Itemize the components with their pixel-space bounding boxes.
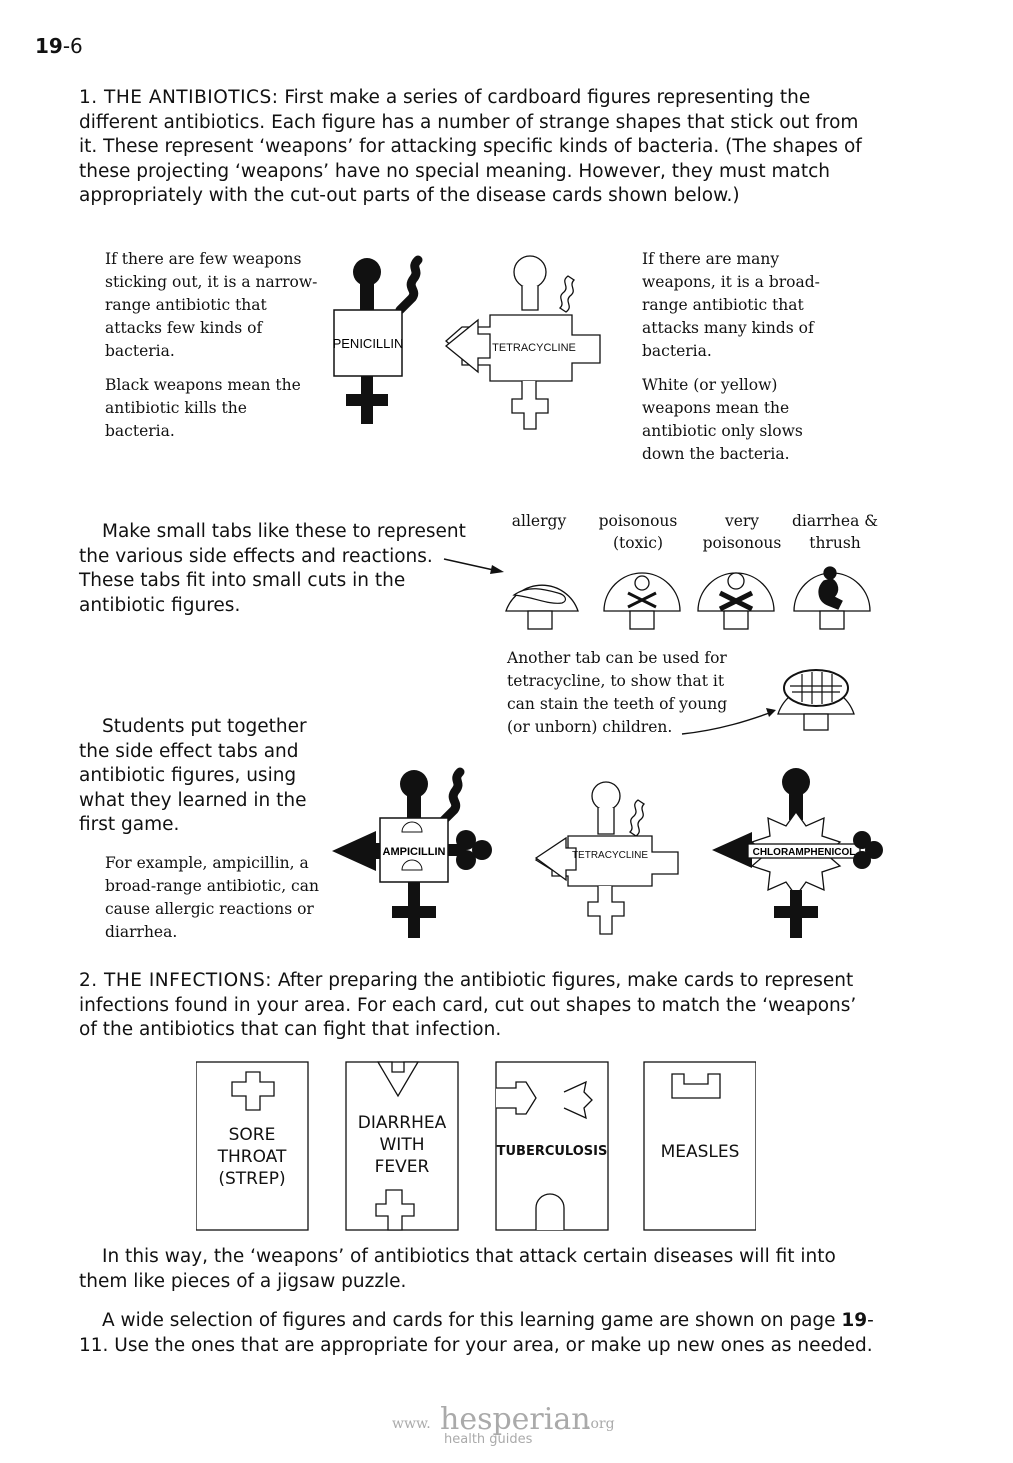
teeth-note: Another tab can be used for tetracycline… [507,649,728,736]
tab-label-allergy: allergy [511,512,567,530]
tetracycline-figure: TETRACYCLINE [444,255,601,430]
tab-label-poisonous: poisonous (toxic) [598,512,678,552]
disease-cards: SORE THROAT (STREP) DIARRHEA WITH FEVER … [196,1060,756,1232]
section1-heading: 1. THE ANTIBIOTICS: [79,87,279,108]
side-effect-tabs [443,558,871,630]
antibiotic-figures-row2: AMPICILLIN TETRACYCLINE CHLORAMPHENICOL [332,767,883,938]
ampicillin-example: For example, ampicillin, a broad-range a… [105,854,319,941]
tetracycline-label: TETRACYCLINE [492,342,576,354]
page-number: 19-6 [35,34,83,58]
section2-intro-text: After preparing the antibiotic figures, … [79,970,857,1041]
students-text: Students put together the side effect ta… [79,716,307,836]
card-tuberculosis: TUBERCULOSIS [496,1144,608,1159]
note-black-weapons: Black weapons mean the antibiotic kills … [105,376,301,440]
penicillin-label: PENICILLIN [333,336,404,351]
section1-intro: 1. THE ANTIBIOTICS: First make a series … [79,86,869,209]
section1-intro-text: First make a series of cardboard figures… [79,87,862,207]
teeth-tab [681,669,855,735]
tetracycline-combined-label: TETRACYCLINE [572,850,648,861]
poisonous-tab [603,572,681,630]
penicillin-figure: PENICILLIN [333,255,423,424]
card-sore-throat: SORE THROAT (STREP) [217,1125,287,1189]
tab-label-diarrhea: diarrhea & thrush [791,512,879,552]
card-measles: MEASLES [660,1142,740,1162]
selection-text: A wide selection of figures and cards fo… [79,1310,874,1356]
note-narrow-range: If there are few weapons sticking out, i… [105,250,318,360]
antibiotic-figures-row1: PENICILLIN TETRACYCLINE [333,255,601,430]
section2-intro: 2. THE INFECTIONS: After preparing the a… [79,969,879,1043]
note-white-weapons: White (or yellow) weapons mean the antib… [642,376,803,463]
very-poisonous-tab [697,572,775,630]
diarrhea-tab [793,566,871,630]
chloramphenicol-label: CHLORAMPHENICOL [753,847,856,858]
card-diarrhea: DIARRHEA WITH FEVER [357,1113,447,1177]
tab-label-very-poisonous: very poisonous [702,512,782,552]
jigsaw-text: In this way, the ‘weapons’ of antibiotic… [79,1246,836,1292]
ampicillin-label: AMPICILLIN [383,846,446,858]
hesperian-logo: www. hesperian .org health guides [392,1402,615,1447]
tetracycline-combined-figure: TETRACYCLINE [534,781,679,935]
section2-heading: 2. THE INFECTIONS: [79,970,272,991]
tabs-text: Make small tabs like these to represent … [79,521,466,616]
allergy-tab [505,584,579,630]
ampicillin-figure: AMPICILLIN [332,767,492,938]
chloramphenicol-figure: CHLORAMPHENICOL [712,768,883,938]
note-broad-range: If there are many weapons, it is a broad… [642,250,820,360]
